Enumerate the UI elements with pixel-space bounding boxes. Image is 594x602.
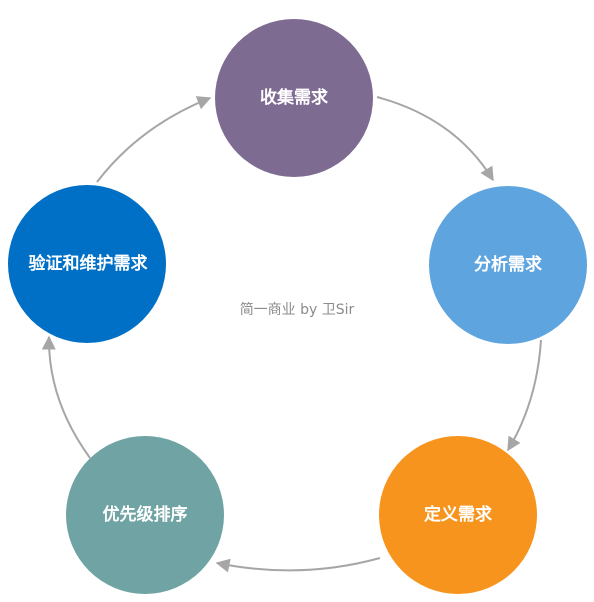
watermark: 简一商业 by 卫Sir xyxy=(240,301,355,318)
node-label: 定义需求 xyxy=(424,504,492,525)
node-label: 验证和维护需求 xyxy=(29,253,148,274)
arrow-prioritize-to-validate xyxy=(41,335,91,459)
node-analyze-requirements: 分析需求 xyxy=(429,186,587,344)
node-circle xyxy=(215,19,373,177)
node-define-requirements: 定义需求 xyxy=(379,436,537,594)
node-circle xyxy=(8,185,166,343)
node-label: 分析需求 xyxy=(474,254,542,275)
arrow-validate-to-collect xyxy=(96,96,212,183)
arrow-collect-to-analyze xyxy=(376,96,494,182)
node-label: 收集需求 xyxy=(260,87,328,108)
node-prioritize: 优先级排序 xyxy=(66,436,224,594)
node-label: 优先级排序 xyxy=(103,504,188,525)
node-collect-requirements: 收集需求 xyxy=(215,19,373,177)
node-validate-maintain: 验证和维护需求 xyxy=(8,185,166,343)
node-circle xyxy=(379,436,537,594)
node-circle xyxy=(429,186,587,344)
node-circle xyxy=(66,436,224,594)
arrow-analyze-to-define xyxy=(507,339,542,452)
arrow-define-to-prioritize xyxy=(215,557,381,573)
